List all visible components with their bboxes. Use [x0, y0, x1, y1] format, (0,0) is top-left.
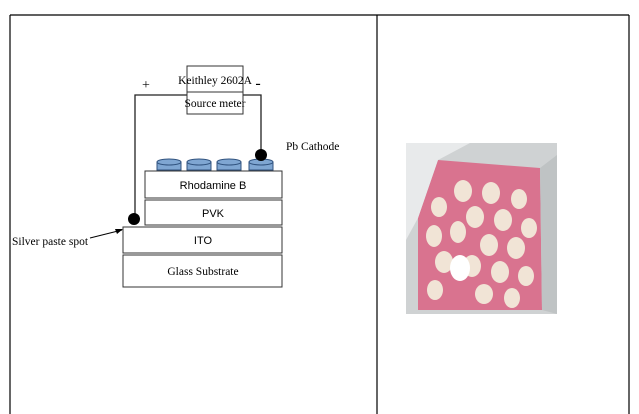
silver-paste-arrowhead	[115, 229, 123, 234]
cathode-label: Pb Cathode	[286, 141, 339, 153]
layer-pvk	[144, 199, 283, 226]
source-meter-model: Keithley 2602A	[178, 75, 252, 87]
plus-terminal: +	[142, 78, 150, 93]
device-photo	[388, 125, 576, 330]
table-borders	[9, 14, 630, 414]
photo-dots	[426, 180, 537, 308]
layer-glass	[122, 254, 283, 288]
cathode-contact-dot	[255, 149, 267, 161]
top-electrodes	[156, 158, 274, 171]
electrode-cap	[216, 158, 242, 171]
layer-rhodamine	[144, 170, 283, 199]
layer-stack	[122, 170, 283, 288]
layer-label-pvk: PVK	[202, 208, 225, 220]
silver-paste-label: Silver paste spot	[12, 236, 89, 248]
layer-label-ito: ITO	[194, 235, 213, 247]
layer-label-rhodamine: Rhodamine B	[180, 180, 247, 192]
minus-terminal: -	[255, 75, 260, 92]
layer-ito	[122, 226, 283, 254]
circuit-wires	[134, 94, 262, 218]
source-meter: Keithley 2602A Source meter	[178, 65, 253, 115]
electrode-cap	[186, 158, 212, 171]
silver-paste-dot	[128, 213, 140, 225]
layer-label-glass: Glass Substrate	[167, 266, 238, 278]
source-meter-label: Source meter	[185, 98, 246, 110]
electrode-cap	[156, 158, 182, 171]
